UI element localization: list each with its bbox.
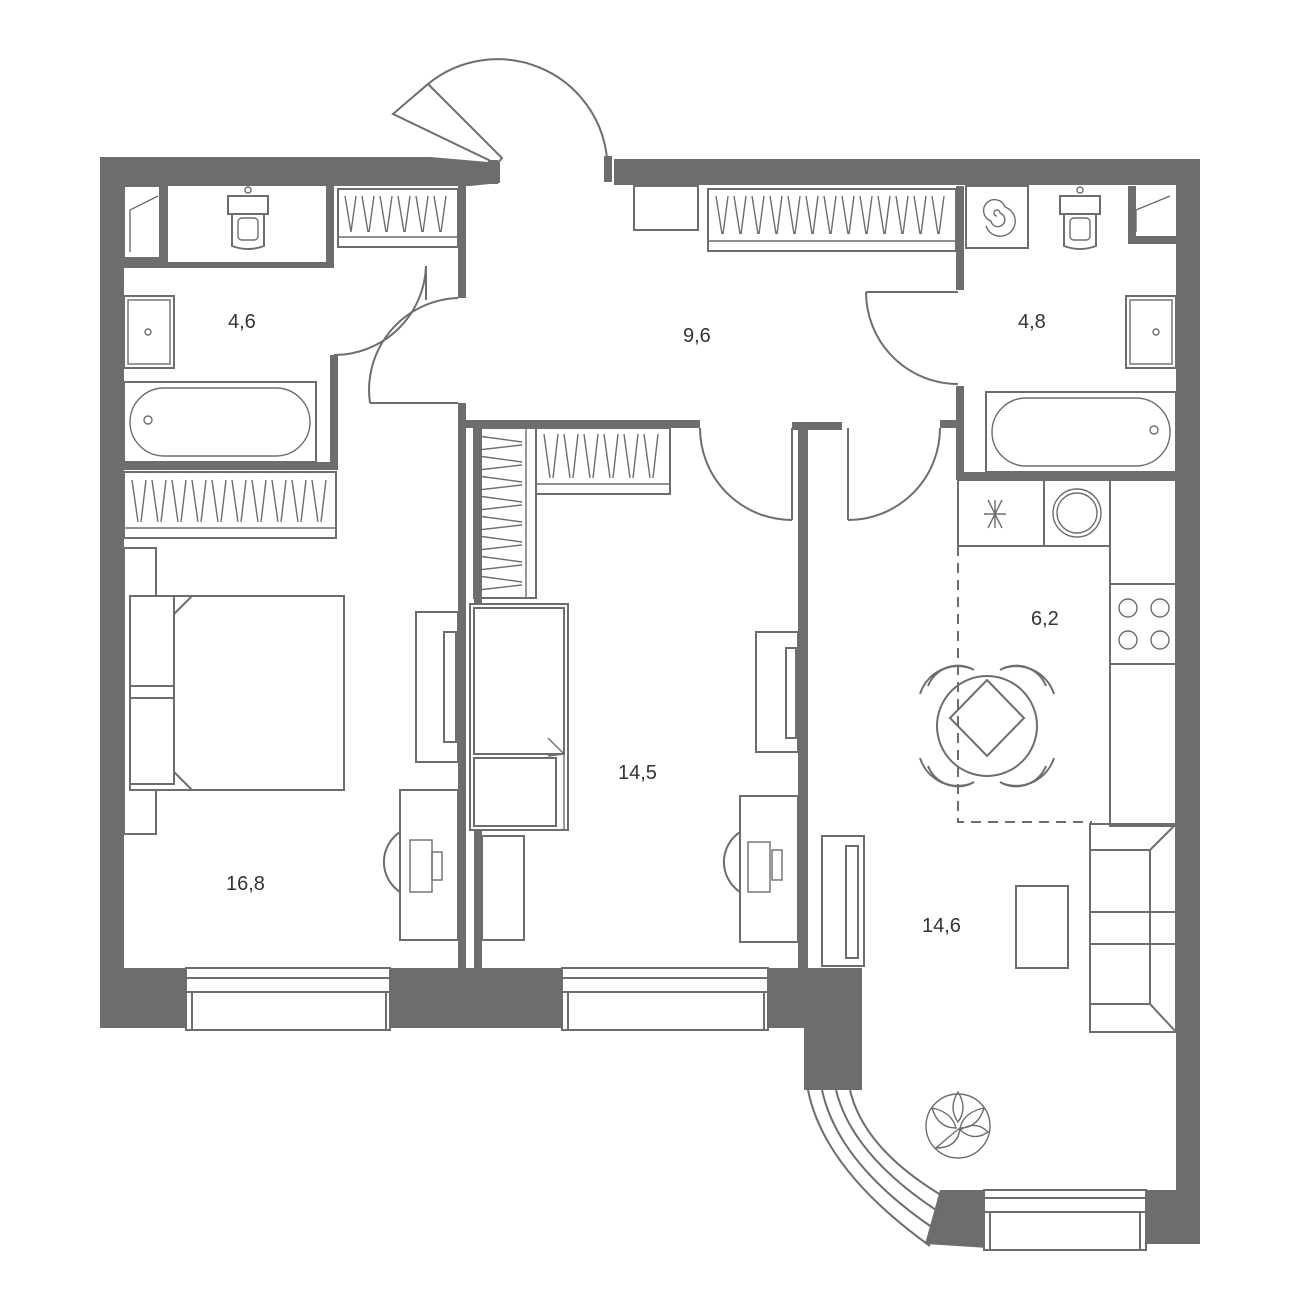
wardrobe-middle-side bbox=[473, 427, 537, 599]
bedroom-furniture bbox=[123, 547, 459, 941]
area-label-bathroom-left: 4,6 bbox=[228, 311, 256, 333]
area-labels: 4,6 9,6 4,8 6,2 16,8 14,5 14,6 bbox=[226, 311, 1059, 937]
entrance-door bbox=[391, 58, 612, 184]
hall-fixtures bbox=[461, 185, 699, 298]
area-label-bathroom-right: 4,8 bbox=[1018, 311, 1046, 333]
wardrobe-bedroom bbox=[123, 471, 337, 539]
wardrobe-top-hall bbox=[707, 188, 957, 252]
outer-walls bbox=[100, 157, 1200, 1248]
right-bathroom-fixtures bbox=[865, 185, 1177, 473]
area-label-bedroom: 16,8 bbox=[226, 873, 265, 895]
kitchen-fixtures bbox=[919, 479, 1177, 827]
wardrobe-top-left bbox=[337, 188, 459, 248]
area-label-bedroom-middle: 14,5 bbox=[618, 762, 657, 784]
living-room-furniture bbox=[821, 823, 1179, 1159]
wardrobe-middle-top bbox=[535, 427, 671, 495]
windows bbox=[185, 967, 1147, 1251]
left-bathroom-fixtures bbox=[123, 185, 459, 463]
area-label-living-room: 14,6 bbox=[922, 915, 961, 937]
area-label-kitchen: 6,2 bbox=[1031, 608, 1059, 630]
area-label-hallway: 9,6 bbox=[683, 325, 711, 347]
middle-bedroom-furniture bbox=[469, 603, 799, 943]
inner-walls bbox=[124, 186, 1176, 973]
interior-doors bbox=[699, 427, 941, 521]
